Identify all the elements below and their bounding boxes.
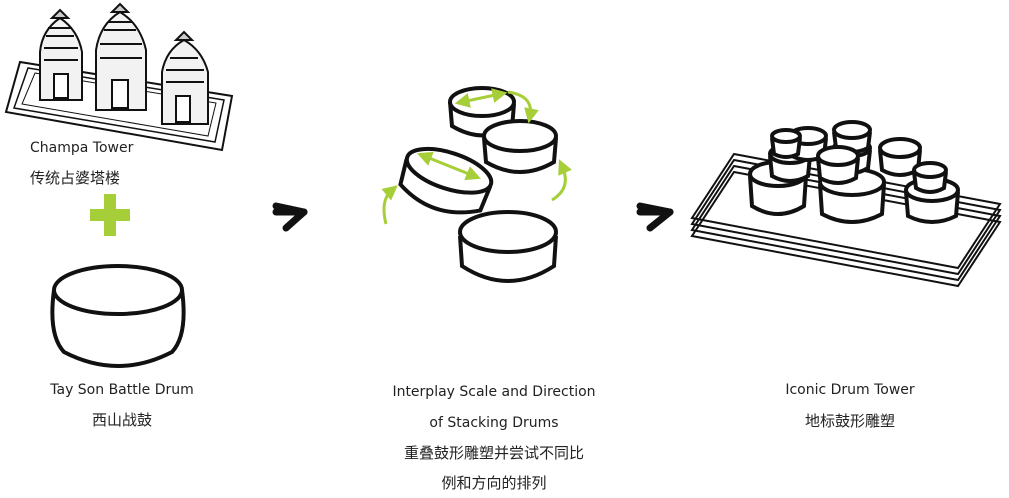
stacking-caption-line4: 例和方向的排列: [441, 474, 547, 492]
iconic-drum-tower-illustration: [690, 120, 1002, 288]
plus-icon: [90, 194, 130, 236]
champa-tower-subtitle: 传统占婆塔楼: [30, 169, 121, 187]
battle-drum-illustration: [50, 264, 186, 368]
rotate-arrow-icon: [381, 88, 572, 225]
arrow-right-icon: [636, 202, 674, 232]
drum-tower-subtitle: 地标鼓形雕塑: [804, 412, 896, 430]
stacking-drums-illustration: [398, 86, 558, 283]
stacking-caption-line2: of Stacking Drums: [429, 415, 559, 431]
champa-tower-illustration: [4, 2, 234, 152]
arrow-right-icon: [272, 202, 308, 232]
stacking-caption-line3: 重叠鼓形雕塑并尝试不同比: [403, 444, 585, 462]
battle-drum-subtitle: 西山战鼓: [91, 411, 153, 429]
battle-drum-title: Tay Son Battle Drum: [50, 382, 194, 398]
stacking-caption-line1: Interplay Scale and Direction: [392, 384, 596, 400]
champa-tower-title: Champa Tower: [30, 140, 134, 156]
drum-tower-title: Iconic Drum Tower: [785, 382, 915, 398]
